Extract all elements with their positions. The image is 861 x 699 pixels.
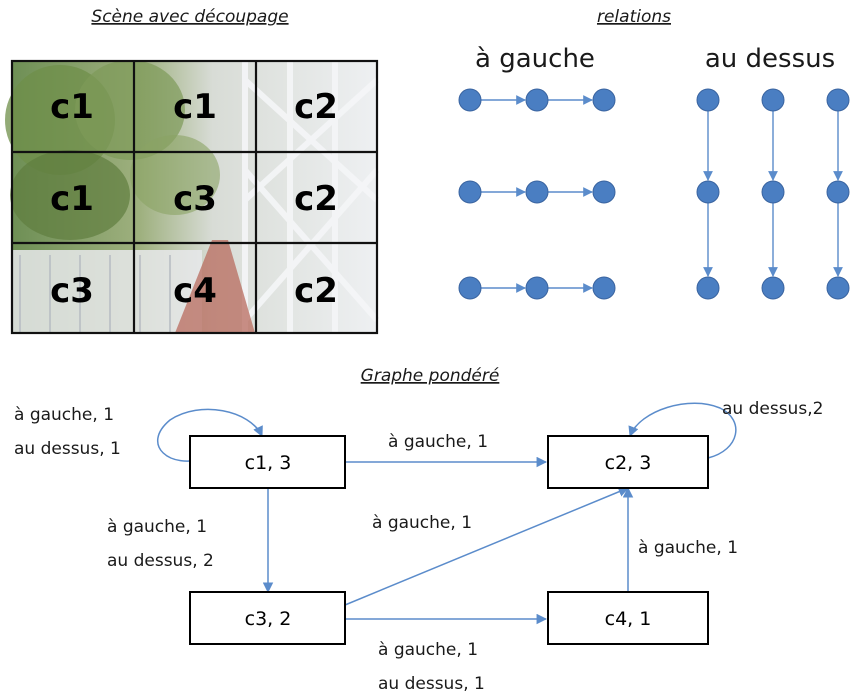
grid-cell: c1 <box>173 87 217 127</box>
edge-label-c2-loop: au dessus,2 <box>722 399 823 419</box>
edge-label-c1-c3-1: à gauche, 1 <box>107 517 207 537</box>
edge-label-c1-c2: à gauche, 1 <box>388 432 488 452</box>
relation-node <box>458 88 482 112</box>
relation-node <box>761 276 785 300</box>
edge-label-c3-c2: à gauche, 1 <box>372 513 472 533</box>
relation-node <box>761 88 785 112</box>
edge-label-c1-c3-2: au dessus, 2 <box>107 551 214 571</box>
edge-label-c4-c2: à gauche, 1 <box>638 538 738 558</box>
graph-node-c1: c1, 3 <box>189 435 346 489</box>
relation-above-label: au dessus <box>705 44 835 74</box>
relation-left-label: à gauche <box>475 44 595 74</box>
relation-node <box>826 88 850 112</box>
graph-edges <box>156 402 737 625</box>
edge-label-c1-loop-2: au dessus, 1 <box>14 439 121 459</box>
node-label: c4, 1 <box>605 608 652 630</box>
relation-arrows <box>481 95 843 293</box>
grid-cell: c3 <box>173 179 217 219</box>
edge-c2-loop <box>628 402 737 459</box>
grid-cell: c3 <box>50 271 94 311</box>
node-label: c2, 3 <box>605 452 652 474</box>
grid-cell: c2 <box>294 87 338 127</box>
scene-title: Scène avec découpage <box>91 7 288 27</box>
relation-node <box>592 180 616 204</box>
relation-node <box>525 88 549 112</box>
relation-node <box>458 180 482 204</box>
graph-node-c2: c2, 3 <box>547 435 709 489</box>
node-label: c1, 3 <box>245 452 292 474</box>
relation-node <box>826 276 850 300</box>
relations-title: relations <box>597 7 671 27</box>
relation-node <box>592 276 616 300</box>
edge-c3-c2 <box>344 486 629 606</box>
relation-node <box>696 276 720 300</box>
edge-label-c3-c4-2: au dessus, 1 <box>378 674 485 694</box>
relation-node <box>696 180 720 204</box>
scene-grid <box>10 59 379 335</box>
graph-node-c4: c4, 1 <box>547 591 709 645</box>
relation-node <box>696 88 720 112</box>
relation-node <box>761 180 785 204</box>
graph-node-c3: c3, 2 <box>189 591 346 645</box>
edge-label-c3-c4-1: à gauche, 1 <box>378 640 478 660</box>
relation-node <box>458 276 482 300</box>
relation-node <box>525 180 549 204</box>
relation-node <box>826 180 850 204</box>
grid-cell: c1 <box>50 179 94 219</box>
grid-cell: c2 <box>294 179 338 219</box>
relation-dots <box>458 88 850 300</box>
grid-cell: c2 <box>294 271 338 311</box>
grid-cell: c4 <box>173 271 217 311</box>
graph-title: Graphe pondéré <box>361 366 500 386</box>
edge-c1-loop <box>156 408 263 462</box>
edge-label-c1-loop-1: à gauche, 1 <box>14 405 114 425</box>
scene-photo <box>5 60 380 333</box>
grid-cell: c1 <box>50 87 94 127</box>
node-label: c3, 2 <box>245 608 292 630</box>
relation-node <box>592 88 616 112</box>
relation-node <box>525 276 549 300</box>
